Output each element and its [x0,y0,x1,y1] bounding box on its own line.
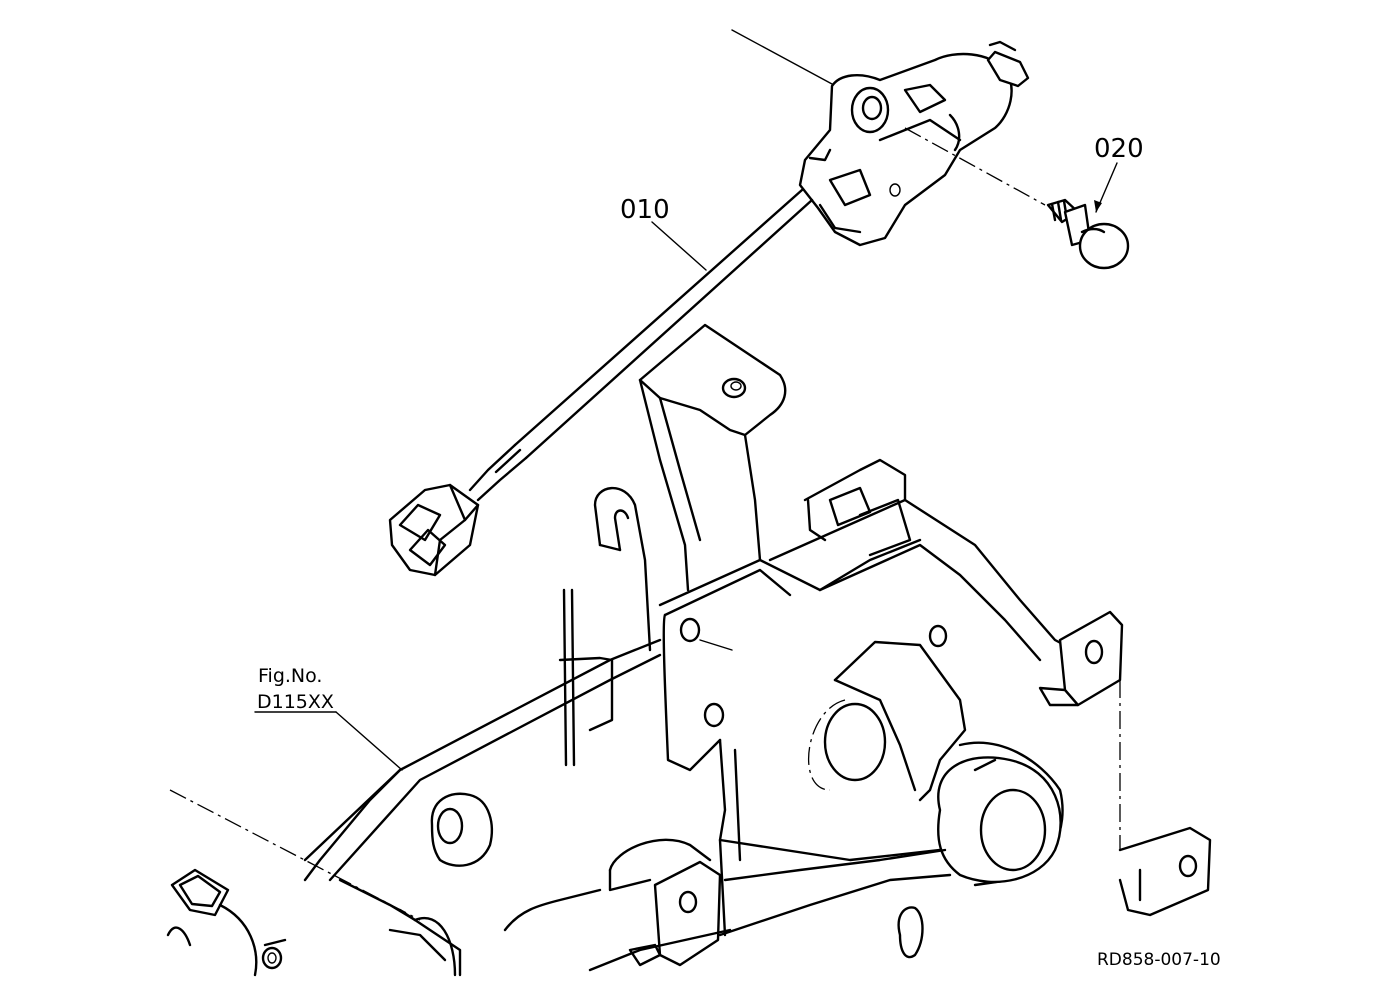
wire-harness[interactable] [468,188,814,502]
leader-figure-ref [254,711,403,771]
figure-ref-line1[interactable]: Fig.No. [258,665,322,687]
callout-010-label[interactable]: 010 [620,195,670,225]
connector[interactable] [388,483,480,577]
figure-ref-line2[interactable]: D115XX [257,691,334,713]
callout-020-label[interactable]: 020 [1094,134,1144,164]
bolt[interactable] [1046,198,1130,270]
leader-010 [651,221,707,271]
drawing-id-label: RD858-007-10 [1097,950,1221,970]
switch-assembly[interactable] [731,29,1030,247]
mounting-bracket [166,323,1212,977]
leader-020 [1094,162,1118,213]
